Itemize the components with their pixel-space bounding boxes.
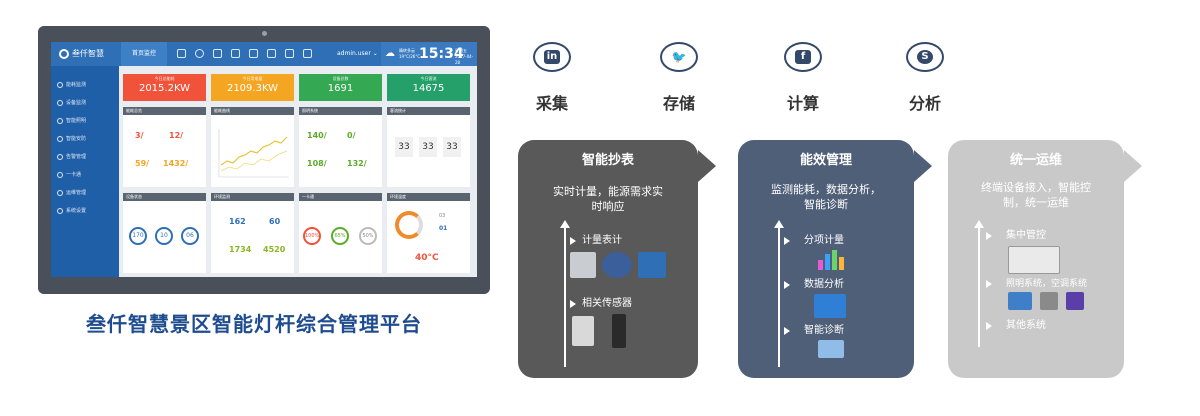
panel-environment: 环境监测 162 60 1734 4520: [211, 193, 294, 273]
heat-meter-icon: [638, 252, 666, 278]
skype-icon: S: [906, 42, 944, 72]
smart-metering-desc: 实时计量，能源需求实时响应: [553, 185, 663, 213]
efficiency-panel: 能效管理 监测能耗，数据分析，智能诊断 分项计量 数据分析 智能诊断: [738, 140, 914, 378]
step-label-collect: 采集: [536, 94, 569, 113]
diagnosis-icon: [818, 340, 844, 358]
location-icon[interactable]: [195, 49, 204, 58]
people-icon[interactable]: [177, 49, 186, 58]
bullet-icon: [784, 237, 790, 245]
sensor-icon: [572, 316, 594, 346]
gauge-reading-1: 03: [439, 213, 446, 219]
linkedin-icon: in: [533, 42, 571, 72]
handheld-sensor-icon: [612, 314, 626, 348]
bullet-icon: [784, 281, 790, 289]
smart-metering-panel: 智能抄表 实时计量，能源需求实时响应 计量表计 相关传感器: [518, 140, 698, 378]
panel-device-status: 设备状态 170 10 06: [123, 193, 206, 273]
panel-visitors: 客流统计 33 33 33: [387, 107, 470, 187]
camera-dot: [262, 31, 267, 36]
ac-unit-icon: [1040, 292, 1058, 310]
gauge-reading-2: 01: [439, 225, 448, 232]
unified-ops-panel: 统一运维 终端设备接入，智能控制，统一运维 集中管控 照明系统，空调系统 其他系…: [948, 140, 1124, 378]
app-logo: 叁仟智慧: [59, 46, 117, 62]
sidebar-item[interactable]: 一卡通: [57, 170, 117, 180]
controller-icon: [1066, 292, 1084, 310]
panel-energy-overview: 能耗总览 3/ 12/ 59/ 1432/: [123, 107, 206, 187]
card-icon[interactable]: [267, 49, 276, 58]
temperature-value: 40°C: [415, 253, 439, 263]
sidebar-item[interactable]: 能耗监测: [57, 80, 117, 90]
platform-caption: 叁仟智慧景区智能灯杆综合管理平台: [86, 312, 422, 336]
flow-arrow-icon: [698, 150, 716, 182]
lamp-icon[interactable]: [249, 49, 258, 58]
sidebar-item[interactable]: 设备监测: [57, 98, 117, 108]
clock-time: 15:34: [419, 46, 464, 62]
unified-ops-desc: 终端设备接入，智能控制，统一运维: [981, 181, 1091, 209]
bar-chart-icon: [818, 250, 846, 270]
timeline-line: [978, 227, 980, 347]
grid-icon[interactable]: [285, 49, 294, 58]
bullet-icon: [986, 232, 992, 240]
sidebar-item[interactable]: 智能照明: [57, 116, 117, 126]
monitor-icon[interactable]: [213, 49, 222, 58]
lighting-board-icon: [1008, 292, 1032, 310]
water-meter-icon: [602, 252, 632, 278]
timeline-arrow-icon: [774, 220, 784, 228]
tab-home[interactable]: 首页监控: [121, 42, 167, 66]
step-label-analyze: 分析: [909, 94, 942, 113]
step-label-compute: 计算: [787, 94, 820, 113]
sidebar: 能耗监测 设备监测 智能照明 智能安防 告警管理 一卡通 运维管理 系统设置: [51, 66, 119, 277]
step-label-store: 存储: [663, 94, 696, 113]
efficiency-desc: 监测能耗，数据分析，智能诊断: [771, 183, 881, 211]
flow-arrow-icon: [914, 150, 932, 182]
image-icon[interactable]: [303, 49, 312, 58]
panel-card: 一卡通 100% 65% 50%: [299, 193, 382, 273]
bullet-icon: [570, 300, 576, 308]
bullet-icon: [570, 237, 576, 245]
sidebar-item[interactable]: 告警管理: [57, 152, 117, 162]
sidebar-item[interactable]: 运维管理: [57, 188, 117, 198]
chart-icon[interactable]: [231, 49, 240, 58]
timeline-line: [778, 227, 780, 367]
timeline-arrow-icon: [974, 220, 984, 228]
panel-temperature: 环境温度 03 01 40°C: [387, 193, 470, 273]
analytics-icon: [814, 294, 846, 318]
bullet-icon: [986, 280, 992, 288]
floor-plan-icon: [1008, 246, 1060, 274]
facebook-icon: f: [784, 42, 822, 72]
electric-meter-icon: [570, 252, 596, 278]
twitter-icon: 🐦: [660, 42, 698, 72]
cloud-icon: ☁: [385, 48, 395, 59]
user-menu[interactable]: admin.user ⌄: [337, 50, 378, 57]
bullet-icon: [986, 322, 992, 330]
bullet-icon: [784, 327, 790, 335]
timeline-arrow-icon: [560, 220, 570, 228]
timeline-line: [564, 227, 566, 367]
panel-lighting: 照明系统 140/ 0/ 108/ 132/: [299, 107, 382, 187]
flow-arrow-icon: [1124, 150, 1142, 182]
line-chart: [218, 129, 289, 178]
sidebar-item[interactable]: 智能安防: [57, 134, 117, 144]
sidebar-item[interactable]: 系统设置: [57, 206, 117, 216]
panel-energy-curve: 能耗曲线: [211, 107, 294, 187]
logo-icon: [59, 48, 69, 59]
temperature-gauge: [395, 211, 423, 239]
